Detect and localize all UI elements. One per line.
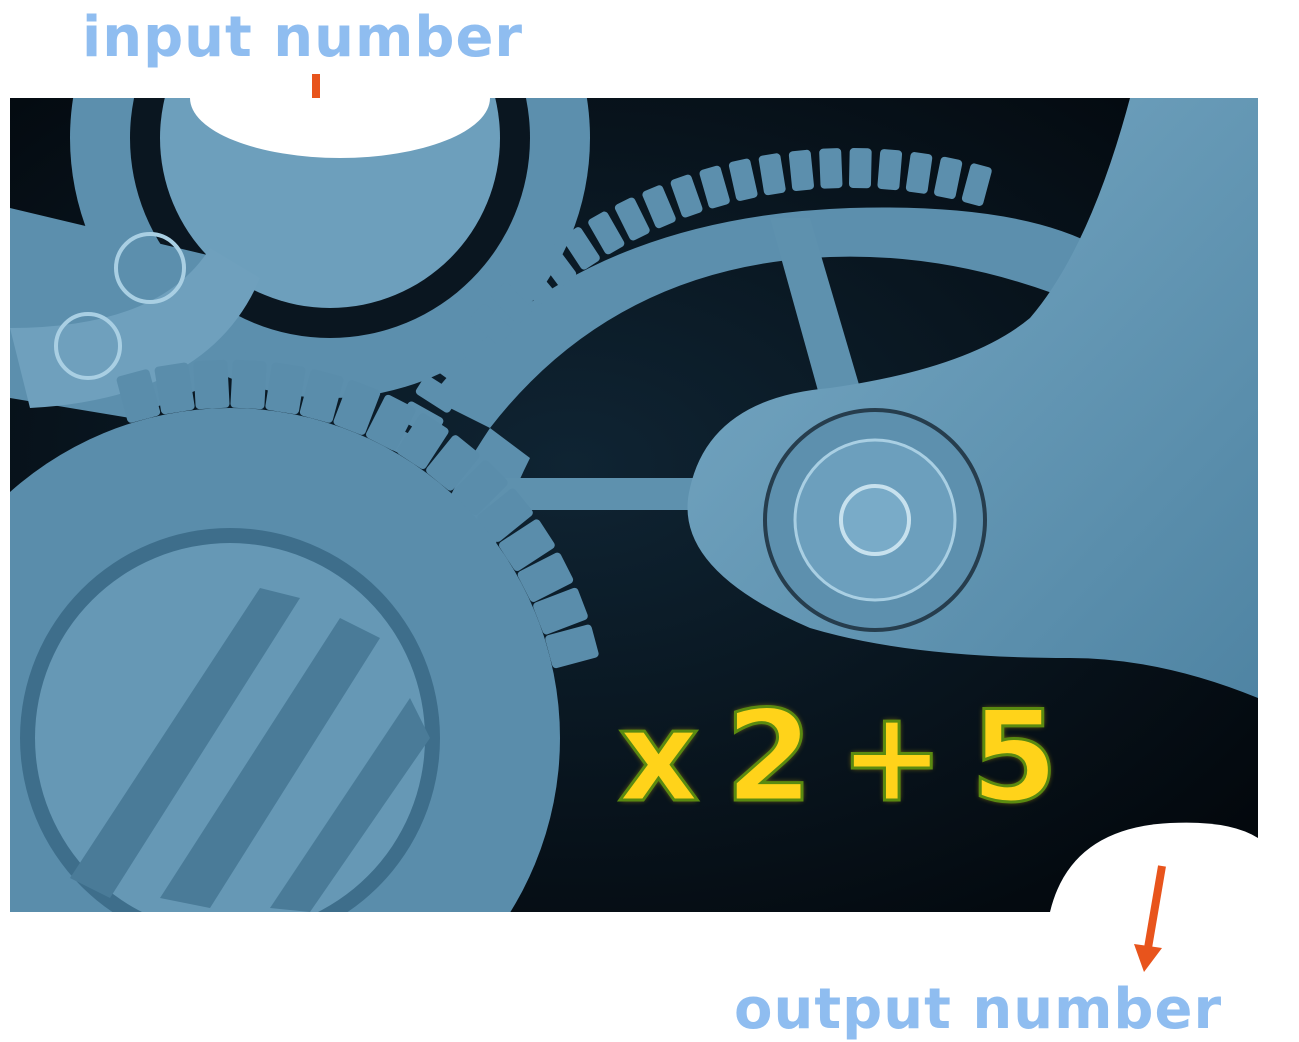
gear-tooth [397, 413, 449, 469]
input-number-label: input number [82, 5, 524, 70]
output-number-label: output number [734, 977, 1223, 1042]
gear-tooth [426, 435, 480, 491]
gear-tooth [452, 460, 508, 516]
gear-tooth [514, 262, 554, 305]
gear-tooth [934, 156, 963, 200]
gear-tooth [537, 244, 577, 287]
gear-tooth [545, 624, 599, 669]
gear-tooth [699, 165, 730, 209]
multiplier-value: 2 [724, 683, 815, 830]
gear-tooth [451, 326, 493, 367]
input-notch [190, 98, 490, 158]
gear-tooth [728, 158, 758, 201]
gear-tooth [415, 375, 459, 413]
gear-tooth [877, 149, 903, 191]
gear-tooth [193, 359, 230, 410]
output-notch [1050, 822, 1258, 912]
gear-tooth [154, 362, 195, 415]
output-arrow-icon [1134, 865, 1166, 972]
gear-tooth [961, 163, 992, 206]
gear-machine-image [10, 98, 1258, 912]
gear-tooth [788, 149, 814, 192]
gear-tooth [848, 147, 872, 189]
gear-tooth [299, 369, 344, 423]
gear-tooth [758, 153, 786, 196]
times-operator: x [616, 683, 702, 830]
input-gear [10, 98, 590, 418]
gear-tooth [265, 362, 306, 415]
gear-tooth [614, 197, 650, 241]
gear-tooth [517, 552, 574, 602]
bottom-gear [10, 408, 560, 912]
gear-tooth [499, 519, 555, 571]
gear-tooth [533, 587, 588, 635]
gear-tooth [432, 350, 475, 389]
gear-tooth [477, 488, 533, 542]
gear-tooth [491, 282, 533, 324]
gear-tooth [562, 227, 600, 270]
gear-tooth [116, 369, 161, 423]
plus-operator: + [837, 683, 947, 830]
gear-tooth [642, 185, 676, 229]
gear-tooth [588, 211, 625, 255]
gear-tooth [819, 148, 843, 189]
addend-value: 5 [969, 683, 1061, 830]
gear-tooth [333, 380, 381, 435]
gear-tooth [366, 394, 416, 451]
gear-tooth [670, 174, 703, 218]
gear-tooth [230, 359, 267, 410]
bottom-gear-teeth [116, 359, 599, 669]
gear-tooth [470, 304, 512, 345]
output-arm [687, 98, 1258, 698]
gear-tooth [905, 152, 933, 194]
